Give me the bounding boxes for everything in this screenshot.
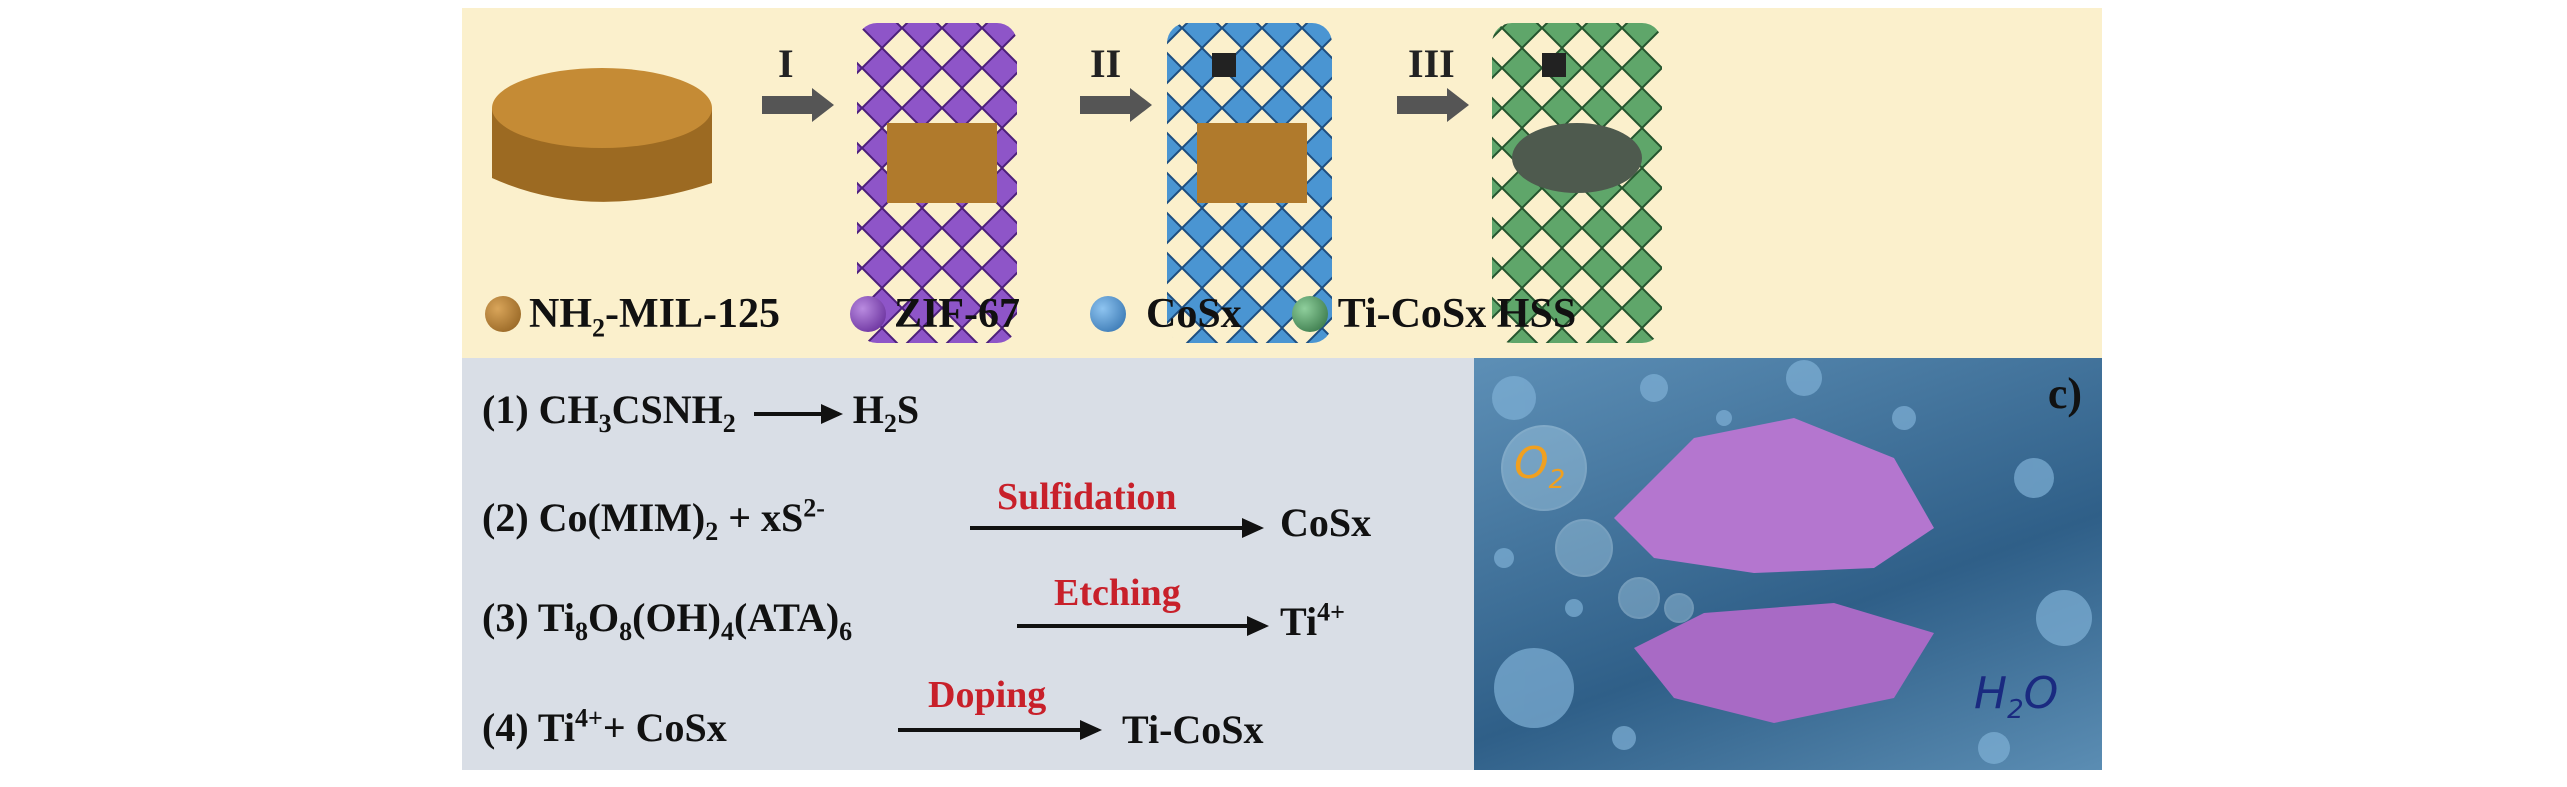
step-label-2: II: [1090, 41, 1122, 86]
legend-label-cosx: CoSx: [1145, 291, 1242, 337]
zif-67-structure: [857, 23, 1017, 343]
legend-label-nh2-mil-125: NH2-MIL-125: [529, 291, 780, 343]
photo-panel: c) O2 H2O: [1474, 358, 2102, 770]
legend-swatch-purple: [849, 296, 886, 332]
arrow-step-1: [762, 88, 834, 122]
step-label-1: I: [778, 41, 794, 86]
reaction-arrow: [753, 403, 843, 424]
legend-swatch-green: [1291, 296, 1328, 332]
label-sulfidation: Sulfidation: [997, 476, 1177, 518]
product-cosx: CoSx: [1280, 500, 1372, 545]
label-doping: Doping: [928, 674, 1047, 716]
ti-cosx-hss-structure: [1492, 23, 1662, 343]
legend: NH2-MIL-125 ZIF-67 CoSx Ti-CoSx HSS: [485, 290, 1577, 343]
step-label-3: III: [1408, 41, 1455, 86]
reaction-arrow: [1017, 616, 1269, 636]
arrow-step-3: [1397, 88, 1469, 122]
legend-swatch-brown: [485, 296, 521, 332]
legend-label-ti-cosx-hss: Ti-CoSx HSS: [1337, 291, 1577, 337]
legend-swatch-blue: [1089, 296, 1126, 332]
label-etching: Etching: [1054, 572, 1181, 614]
equation-3: (3) Ti8O8(OH)4(ATA)6: [482, 595, 853, 646]
reactions-panel: (1) CH3CSNH2 H2S (2) Co(MIM)2 + xS2- Sul…: [462, 358, 1474, 770]
scheme-graphics: [492, 23, 1662, 343]
o2-label: O2: [1514, 438, 1566, 495]
arrow-step-2: [1080, 88, 1152, 122]
h2o-label: H2O: [1974, 668, 2059, 725]
equation-4: (4) Ti4++ CoSx: [482, 703, 727, 750]
product-ti4: Ti4+: [1280, 597, 1345, 644]
cosx-structure: [1167, 23, 1332, 343]
equation-1: (1) CH3CSNH2 H2S: [482, 387, 920, 438]
equation-2: (2) Co(MIM)2 + xS2-: [482, 493, 825, 546]
legend-label-zif-67: ZIF-67: [893, 291, 1020, 337]
reaction-arrow: [970, 518, 1264, 538]
product-ti-cosx: Ti-CoSx: [1122, 707, 1264, 752]
nh2-mil-125-disc: [492, 68, 712, 202]
panel-label-c: c): [2047, 369, 2082, 418]
reaction-arrow: [898, 720, 1102, 740]
droplets-and-structure: [1492, 360, 2092, 764]
